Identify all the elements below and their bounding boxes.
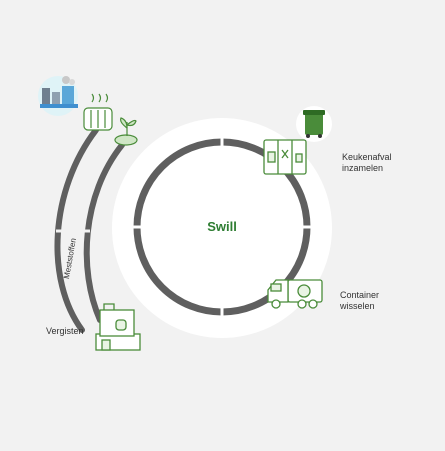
step-swap-label: Container wisselen xyxy=(340,290,379,312)
container-lockers-icon xyxy=(263,139,307,175)
factory-city-icon xyxy=(38,76,78,116)
ring-separators xyxy=(131,136,313,318)
truck-icon xyxy=(267,279,323,309)
step-digest-label: Vergisten xyxy=(46,326,84,336)
step-swap-line2: wisselen xyxy=(340,301,375,311)
radiator-heat-icon xyxy=(83,93,113,131)
step-collect-line1: Keukenafval xyxy=(342,152,392,162)
step-collect-line2: inzamelen xyxy=(342,163,384,173)
green-bin-icon xyxy=(296,106,332,142)
center-label: Swill xyxy=(207,219,237,234)
step-collect-label: Keukenafval inzamelen xyxy=(342,152,392,174)
plant-sprout-icon xyxy=(114,117,138,146)
step-swap-line1: Container xyxy=(340,290,380,300)
digester-building-icon xyxy=(95,303,141,351)
